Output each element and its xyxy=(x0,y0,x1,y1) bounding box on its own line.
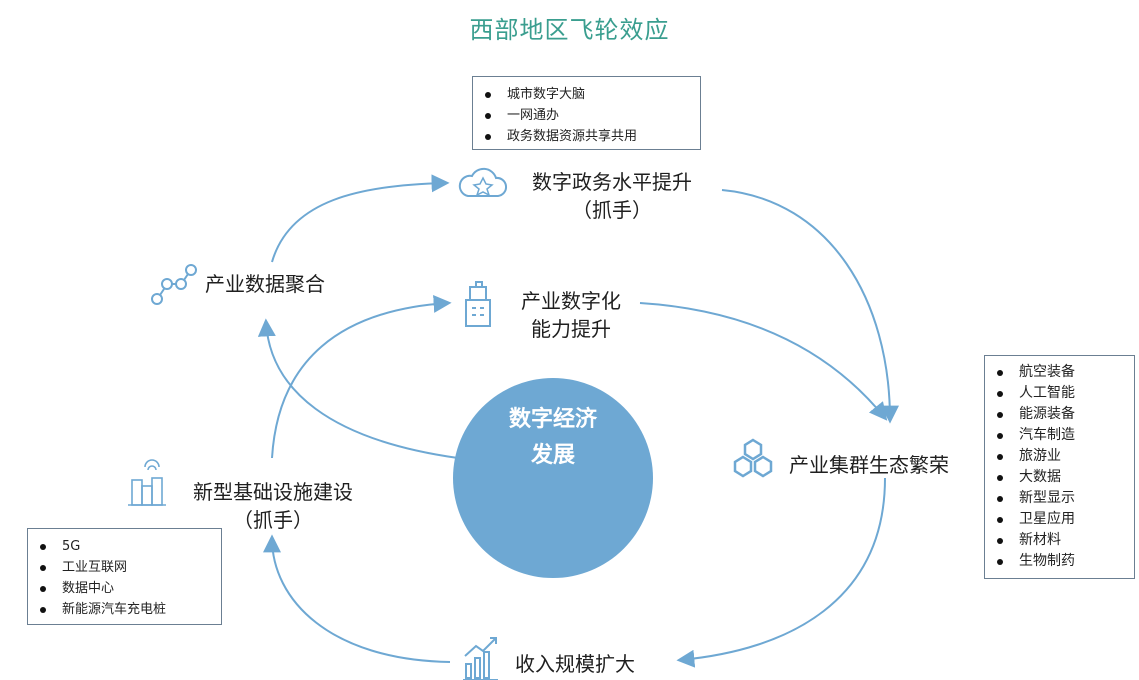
list-item: 航空装备 xyxy=(985,362,1134,383)
center-label-line1: 数字经济 xyxy=(508,407,597,432)
node-income: 收入规模扩大 xyxy=(515,650,635,678)
gov-items-box: 城市数字大脑 一网通办 政务数据资源共享共用 xyxy=(472,76,701,150)
arrow-center-to-data xyxy=(257,318,459,459)
arrow-industry-to-cluster xyxy=(639,302,888,421)
node-gov-line1: 数字政务水平提升 xyxy=(532,170,692,194)
node-cluster: 产业集群生态繁荣 xyxy=(789,451,949,479)
arrow-infra-to-industry xyxy=(271,294,452,459)
list-item: 新材料 xyxy=(985,530,1134,551)
diagram-title: 西部地区飞轮效应 xyxy=(469,16,670,44)
list-item: 汽车制造 xyxy=(985,425,1134,446)
list-item: 旅游业 xyxy=(985,446,1134,467)
list-item: 卫星应用 xyxy=(985,509,1134,530)
hexagon-cluster-icon xyxy=(733,438,773,478)
node-cluster-line1: 产业集群生态繁荣 xyxy=(789,453,949,477)
network-nodes-icon xyxy=(151,264,197,305)
list-item: 新能源汽车充电桩 xyxy=(28,599,221,620)
node-data-aggregation: 产业数据聚合 xyxy=(205,270,325,298)
list-item: 城市数字大脑 xyxy=(473,84,700,105)
arrow-gov-to-cluster xyxy=(721,189,899,424)
node-income-line1: 收入规模扩大 xyxy=(515,652,635,676)
cloud-star-icon xyxy=(458,167,507,197)
node-industry-digital: 产业数字化 能力提升 xyxy=(506,287,636,343)
list-item: 政务数据资源共享共用 xyxy=(473,126,700,147)
node-gov: 数字政务水平提升 （抓手） xyxy=(512,168,712,224)
node-industry-digital-line2: 能力提升 xyxy=(531,317,611,341)
center-circle xyxy=(453,378,653,578)
node-infrastructure: 新型基础设施建设 （抓手） xyxy=(183,478,363,534)
list-item: 一网通办 xyxy=(473,105,700,126)
growth-chart-icon xyxy=(463,637,498,680)
list-item: 能源装备 xyxy=(985,404,1134,425)
list-item: 新型显示 xyxy=(985,488,1134,509)
node-infrastructure-line2: （抓手） xyxy=(233,508,313,532)
arrow-data-to-gov xyxy=(271,174,450,263)
list-item: 数据中心 xyxy=(28,578,221,599)
arrow-income-to-infra xyxy=(263,534,451,663)
node-industry-digital-line1: 产业数字化 xyxy=(521,289,621,313)
center-label: 数字经济 发展 xyxy=(458,402,648,474)
building-icon xyxy=(465,281,491,327)
center-label-line2: 发展 xyxy=(530,443,575,468)
list-item: 生物制药 xyxy=(985,551,1134,572)
cluster-items-box: 航空装备 人工智能 能源装备 汽车制造 旅游业 大数据 新型显示 卫星应用 新材… xyxy=(984,355,1135,579)
arrow-cluster-to-income xyxy=(676,477,886,668)
infra-items-box: 5G 工业互联网 数据中心 新能源汽车充电桩 xyxy=(27,528,222,625)
node-gov-line2: （抓手） xyxy=(572,198,652,222)
city-signal-icon xyxy=(128,459,166,506)
list-item: 5G xyxy=(28,536,221,557)
node-data-aggregation-line1: 产业数据聚合 xyxy=(205,272,325,296)
list-item: 大数据 xyxy=(985,467,1134,488)
node-infrastructure-line1: 新型基础设施建设 xyxy=(193,480,353,504)
list-item: 工业互联网 xyxy=(28,557,221,578)
list-item: 人工智能 xyxy=(985,383,1134,404)
